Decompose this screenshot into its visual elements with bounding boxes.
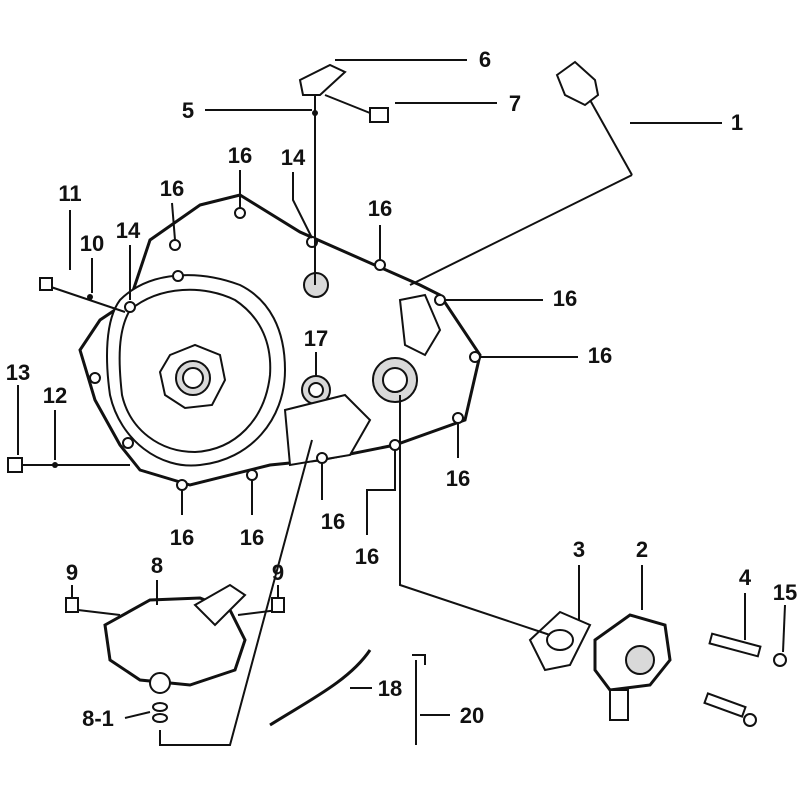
callout-9-right: 9 [272,560,284,585]
callout-18: 18 [378,676,402,701]
callout-2: 2 [636,537,648,562]
callout-16: 16 [446,466,470,491]
callout-16: 16 [355,544,379,569]
bracket-and-bolt [298,63,389,285]
callout-16: 16 [321,509,345,534]
callout-3: 3 [573,537,585,562]
leader-lines [17,59,786,719]
callout-6: 6 [479,47,491,72]
callout-1: 1 [731,110,743,135]
crankcase-cover [78,193,482,491]
callout-labels: 1 2 3 4 5 6 7 8 8-1 9 9 10 11 12 13 14 1… [6,47,797,731]
callout-15: 15 [773,580,797,605]
callout-8: 8 [151,553,163,578]
callout-8-1: 8-1 [82,706,114,731]
tensioner [399,395,787,727]
callout-10: 10 [80,231,104,256]
callout-12: 12 [43,383,67,408]
callout-14-left: 14 [116,218,141,243]
callout-16: 16 [368,196,392,221]
callout-16: 16 [228,143,252,168]
callout-16: 16 [160,176,184,201]
callout-17: 17 [304,326,328,351]
hose [269,649,372,727]
callout-13: 13 [6,360,30,385]
left-bolts [7,277,130,473]
callout-16: 16 [240,525,264,550]
callout-16: 16 [588,343,612,368]
callout-16: 16 [170,525,194,550]
callout-16: 16 [553,286,577,311]
callout-4: 4 [739,565,752,590]
callout-5: 5 [182,98,194,123]
callout-7: 7 [509,91,521,116]
dipstick [409,60,633,286]
callout-20: 20 [460,703,484,728]
water-pump [65,439,313,746]
callout-9-left: 9 [66,560,78,585]
callout-11: 11 [58,181,81,206]
callout-14-top: 14 [281,145,306,170]
